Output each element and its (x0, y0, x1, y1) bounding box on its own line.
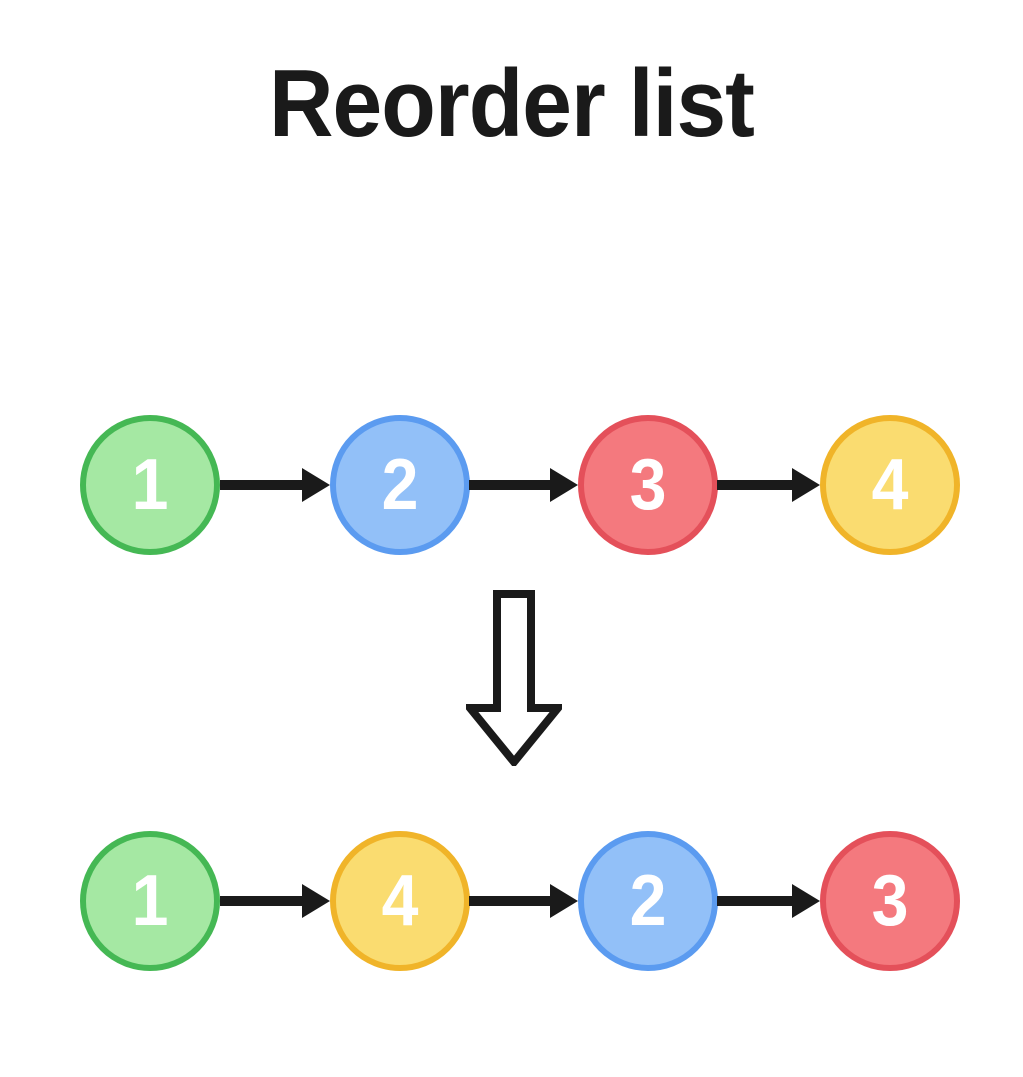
down-arrow-icon (466, 590, 562, 766)
page-title: Reorder list (269, 50, 755, 157)
linked-list-row-after: 1 4 2 3 (0, 826, 1023, 976)
node-label: 1 (131, 861, 169, 941)
arrow-right-icon (220, 468, 330, 502)
list-node-4-before[interactable]: 4 (820, 415, 960, 555)
linked-list-row-before: 1 2 3 4 (0, 410, 1023, 560)
node-label: 2 (381, 445, 419, 525)
arrow-right-icon (717, 468, 820, 502)
list-node-3-before[interactable]: 3 (578, 415, 718, 555)
arrow-right-icon (469, 468, 578, 502)
arrow-right-icon (469, 884, 578, 918)
arrow-right-icon (717, 884, 820, 918)
list-node-2-before[interactable]: 2 (330, 415, 470, 555)
list-node-2-after[interactable]: 2 (578, 831, 718, 971)
node-label: 1 (131, 445, 169, 525)
list-node-3-after[interactable]: 3 (820, 831, 960, 971)
node-label: 2 (629, 861, 667, 941)
node-label: 3 (871, 861, 909, 941)
node-label: 3 (629, 445, 667, 525)
arrow-right-icon (220, 884, 330, 918)
node-label: 4 (871, 445, 909, 525)
node-label: 4 (381, 861, 419, 941)
list-node-4-after[interactable]: 4 (330, 831, 470, 971)
list-node-1-before[interactable]: 1 (80, 415, 220, 555)
list-node-1-after[interactable]: 1 (80, 831, 220, 971)
